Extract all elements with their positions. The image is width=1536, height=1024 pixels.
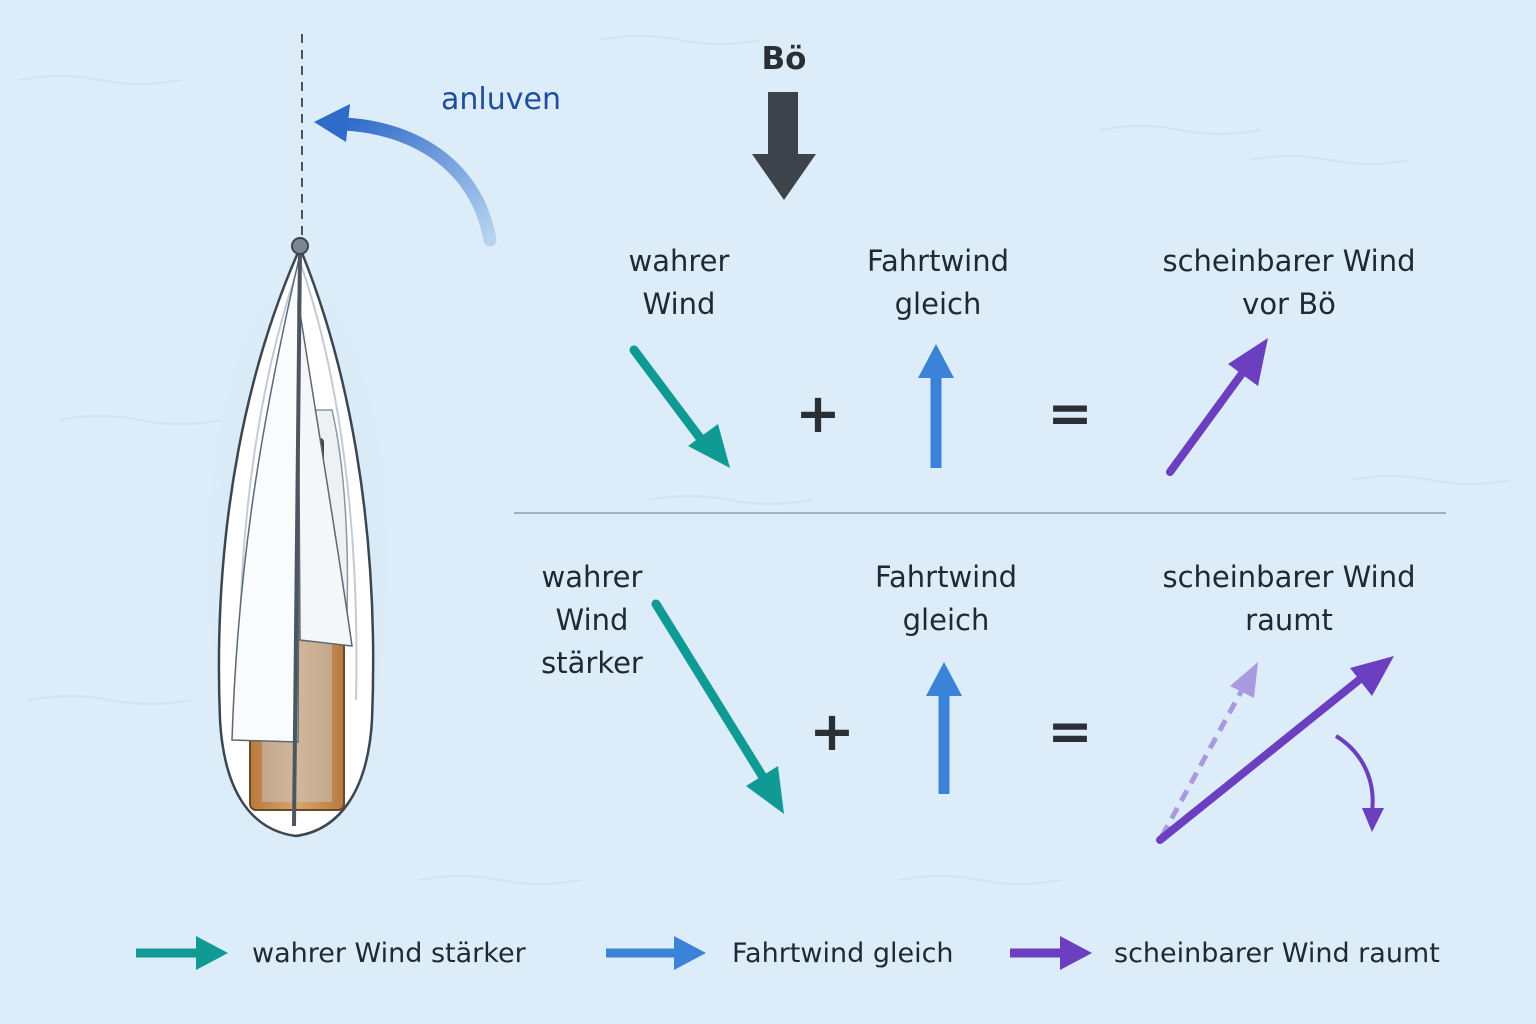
- top-true-wind-label: wahrer Wind: [574, 240, 784, 326]
- label-line: gleich: [902, 603, 990, 637]
- top-plus-sign: +: [795, 382, 841, 445]
- bottom-true-wind-label: wahrer Wind stärker: [490, 556, 694, 685]
- label-line: raumt: [1245, 603, 1333, 637]
- label-line: Wind: [642, 287, 716, 321]
- bottom-apparent-wind-arrow-icon: [1156, 656, 1394, 844]
- label-line: gleich: [894, 287, 982, 321]
- luff-label: anluven: [441, 82, 561, 117]
- top-boat-wind-arrow-icon: [918, 344, 954, 468]
- label-line: Wind: [555, 603, 629, 637]
- bottom-apparent-wind-before-arrow-icon: [1159, 662, 1258, 838]
- label-line: scheinbarer Wind: [1162, 244, 1416, 278]
- legend-blue-arrow-icon: [606, 936, 706, 970]
- bottom-apparent-wind-label: scheinbarer Wind raumt: [1154, 556, 1424, 642]
- bottom-boat-wind-arrow-icon: [926, 662, 962, 794]
- legend-purple-arrow-icon: [1010, 936, 1092, 970]
- bottom-true-wind-arrow-icon: [651, 599, 784, 814]
- label-line: wahrer: [541, 560, 643, 594]
- top-equals-sign: =: [1047, 382, 1093, 445]
- veer-curve-arrow-icon: [1334, 734, 1384, 832]
- top-boat-wind-label: Fahrtwind gleich: [826, 240, 1050, 326]
- top-apparent-wind-label: scheinbarer Wind vor Bö: [1154, 240, 1424, 326]
- legend-true-wind-label: wahrer Wind stärker: [252, 938, 526, 969]
- legend-apparent-wind-label: scheinbarer Wind raumt: [1114, 938, 1440, 969]
- luff-arrow-icon: [314, 104, 497, 247]
- label-line: vor Bö: [1242, 287, 1336, 321]
- sailboat-icon: [188, 230, 408, 890]
- legend-teal-arrow-icon: [136, 936, 228, 970]
- bottom-plus-sign: +: [809, 700, 855, 763]
- bottom-equals-sign: =: [1047, 700, 1093, 763]
- label-line: scheinbarer Wind: [1162, 560, 1416, 594]
- legend-boat-wind-label: Fahrtwind gleich: [732, 938, 954, 969]
- label-line: stärker: [541, 646, 643, 680]
- gust-arrow-icon: [752, 92, 816, 200]
- label-line: wahrer: [628, 244, 730, 278]
- top-true-wind-arrow-icon: [629, 345, 730, 468]
- label-line: Fahrtwind: [874, 560, 1018, 594]
- top-apparent-wind-arrow-icon: [1166, 338, 1268, 476]
- label-line: Fahrtwind: [866, 244, 1010, 278]
- water-ripples: [19, 35, 1511, 885]
- gust-label: Bö: [761, 41, 807, 77]
- bottom-boat-wind-label: Fahrtwind gleich: [834, 556, 1058, 642]
